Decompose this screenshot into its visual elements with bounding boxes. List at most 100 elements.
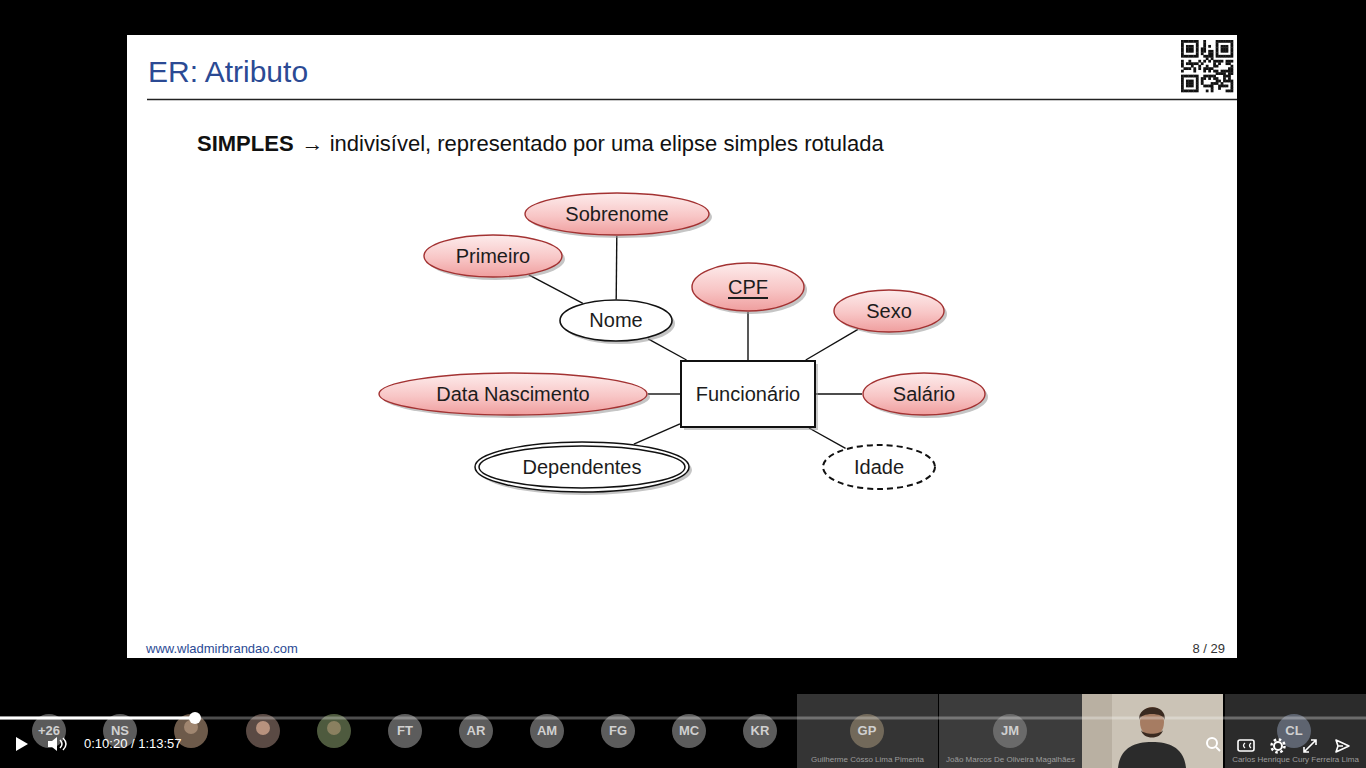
qr-module [1221, 40, 1224, 43]
qr-module [1218, 87, 1221, 90]
qr-module [1216, 47, 1219, 50]
qr-module [1183, 90, 1186, 93]
qr-module [1216, 65, 1219, 68]
qr-module [1221, 47, 1224, 50]
participant-initials: +26 [38, 724, 60, 739]
qr-module [1226, 70, 1229, 73]
qr-module [1221, 50, 1224, 53]
qr-module [1196, 62, 1199, 65]
qr-module [1201, 50, 1204, 53]
qr-module [1181, 82, 1184, 85]
node-label: Sobrenome [565, 203, 668, 226]
qr-module [1223, 80, 1226, 83]
qr-module [1221, 60, 1224, 63]
qr-module [1216, 72, 1219, 75]
qr-module [1208, 75, 1211, 78]
qr-module [1188, 90, 1191, 93]
qr-module [1213, 62, 1216, 65]
qr-module [1188, 75, 1191, 78]
qr-module [1221, 70, 1224, 73]
qr-module [1196, 45, 1199, 48]
captions-icon [1238, 740, 1254, 751]
qr-module [1226, 80, 1229, 83]
qr-module [1181, 55, 1184, 58]
qr-module [1183, 75, 1186, 78]
qr-module [1198, 67, 1201, 70]
qr-module [1218, 72, 1221, 75]
settings-icon [1274, 742, 1282, 750]
qr-module [1188, 82, 1191, 85]
subtitle-line: SIMPLES→ indivisível, representado por u… [197, 131, 884, 156]
participant-initials: FG [609, 724, 627, 739]
qr-module [1196, 90, 1199, 93]
node-label: Salário [893, 383, 955, 406]
progress-knob [189, 712, 201, 724]
qr-code [1181, 40, 1233, 92]
qr-module [1218, 85, 1221, 88]
attribute-link [648, 393, 680, 394]
qr-module [1188, 85, 1191, 88]
qr-module [1211, 67, 1214, 70]
qr-module [1191, 45, 1194, 48]
node-label: Funcionário [696, 383, 801, 406]
qr-module [1183, 55, 1186, 58]
qr-module [1213, 77, 1216, 80]
node-label: Primeiro [456, 245, 530, 268]
qr-module [1181, 70, 1184, 73]
qr-module [1193, 67, 1196, 70]
qr-module [1206, 85, 1209, 88]
qr-module [1223, 70, 1226, 73]
captions-icon-marks [1244, 743, 1252, 748]
qr-module [1203, 42, 1206, 45]
qr-module [1208, 85, 1211, 88]
qr-module [1186, 62, 1189, 65]
qr-module [1186, 55, 1189, 58]
qr-module [1196, 47, 1199, 50]
tile-background [939, 694, 1082, 768]
qr-module [1223, 47, 1226, 50]
qr-module [1196, 75, 1199, 78]
qr-module [1181, 60, 1184, 63]
attribute-ellipse: Primeiro [423, 234, 563, 278]
qr-module [1211, 52, 1214, 55]
share-icon [1336, 740, 1349, 752]
participant-name: Carlos Henrique Cury Ferreira Lima [1232, 755, 1359, 765]
qr-module [1223, 55, 1226, 58]
qr-module [1223, 75, 1226, 78]
qr-module [1216, 55, 1219, 58]
attribute-outline [863, 373, 985, 415]
volume-waves [60, 738, 66, 750]
qr-module [1211, 90, 1214, 93]
qr-module [1186, 47, 1189, 50]
qr-module [1211, 55, 1214, 58]
qr-module [1191, 82, 1194, 85]
qr-module [1181, 40, 1184, 43]
qr-module [1226, 47, 1229, 50]
qr-module [1218, 80, 1221, 83]
qr-module [1191, 47, 1194, 50]
attribute-link [816, 393, 862, 394]
qr-module [1198, 65, 1201, 68]
qr-module [1181, 87, 1184, 90]
qr-module [1228, 55, 1231, 58]
qr-module [1196, 87, 1199, 90]
qr-module [1188, 50, 1191, 53]
qr-module [1201, 77, 1204, 80]
derived-attribute-ellipse: Idade [822, 444, 936, 490]
video-wall [1082, 694, 1112, 768]
attribute-ellipse: CPF [691, 262, 805, 312]
qr-module [1228, 80, 1231, 83]
qr-module [1186, 40, 1189, 43]
qr-module [1208, 70, 1211, 73]
volume-icon [48, 737, 57, 751]
qr-module [1206, 57, 1209, 60]
attribute-ellipse: Sexo [833, 289, 945, 333]
qr-module [1186, 80, 1189, 83]
multivalued-attribute-ellipse: Dependentes [474, 441, 690, 493]
qr-module [1221, 72, 1224, 75]
attribute-inner-outline [479, 446, 685, 488]
qr-module [1213, 70, 1216, 73]
attribute-ellipse: Sobrenome [524, 192, 710, 236]
qr-module [1203, 77, 1206, 80]
qr-module [1211, 57, 1214, 60]
